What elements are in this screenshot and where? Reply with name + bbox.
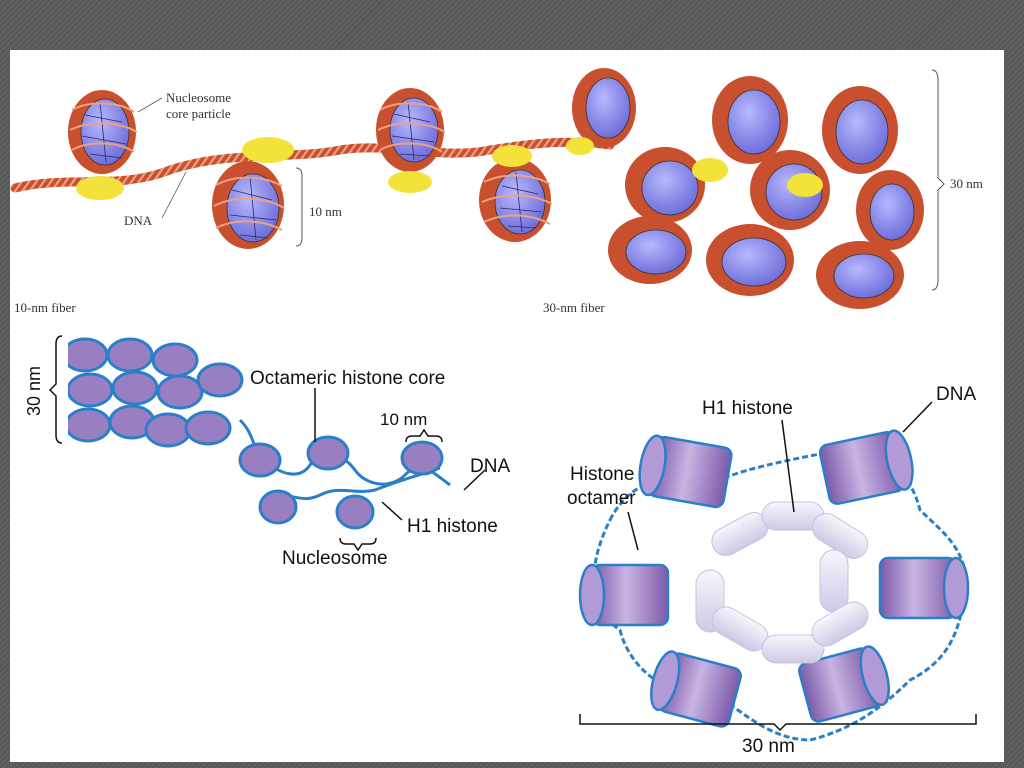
thirty-nm-label-top: 30 nm: [950, 176, 983, 191]
nucleosome-particle: [68, 90, 138, 174]
chromatin-diagram: Nucleosome core particle DNA 10 nm 30 nm…: [10, 68, 983, 757]
dna-label-right: DNA: [936, 384, 976, 405]
dna-strand: [269, 466, 441, 501]
thirty-nm-label-left: 30 nm: [24, 366, 44, 416]
bottom-right-panel: H1 histone DNA Histone octamer 30 nm: [567, 384, 977, 757]
dna-helix-loop: [592, 447, 968, 742]
nucleosome-particle: [212, 161, 285, 249]
ten-nm-fiber-label: 10-nm fiber: [14, 300, 76, 315]
bottom-left-panel: 30 nm Octameric histone core 10 nm DNA H…: [24, 335, 510, 569]
h1-histone-label-left: H1 histone: [407, 516, 498, 537]
thirty-nm-fiber-cluster: [566, 68, 924, 309]
ten-nm-label-top: 10 nm: [309, 204, 342, 219]
h1-histone-yellow: [388, 171, 432, 193]
histone-octamer-cylinders: [578, 429, 970, 728]
thirty-nm-bracket-left: [48, 335, 63, 444]
ten-nm-label-left: 10 nm: [380, 410, 427, 429]
nucleosome-bracket: [339, 537, 377, 552]
h1-histone-yellow: [242, 137, 294, 163]
slide-canvas: Nucleosome core particle DNA 10 nm 30 nm…: [10, 50, 1004, 762]
histone-octamer-label-line1: Histone: [570, 464, 634, 485]
nucleosome-label: Nucleosome: [282, 548, 388, 569]
dna-leader: [161, 171, 187, 219]
h1-histone-yellow: [76, 176, 124, 200]
histone-octamer-label-line2: octamer: [567, 488, 636, 509]
dna-label-left: DNA: [470, 456, 510, 477]
nucleosome-particle: [479, 158, 553, 242]
dna-leader-left: [463, 469, 486, 491]
solenoid-fiber-cluster: [60, 335, 244, 448]
thirty-nm-fiber-label: 30-nm fiber: [543, 300, 605, 315]
thirty-nm-scale-bar: [579, 714, 977, 732]
h1-histone-ring: [695, 501, 869, 664]
nucleosome-core-label-line2: core particle: [166, 106, 231, 121]
h1-leader-right: [781, 419, 795, 513]
thirty-nm-bracket: [931, 69, 945, 291]
nucleosome-core-leader: [137, 97, 163, 113]
thirty-nm-label-right: 30 nm: [742, 736, 795, 757]
octameric-core-label: Octameric histone core: [250, 368, 445, 389]
nucleosome-particle: [376, 88, 446, 172]
h1-histone-label-right: H1 histone: [702, 398, 793, 419]
nucleosome-core-label-line1: Nucleosome: [166, 90, 231, 105]
ten-nm-bracket: [295, 167, 303, 247]
top-panel: Nucleosome core particle DNA 10 nm 30 nm…: [10, 68, 983, 315]
ten-nm-bracket-left: [405, 428, 443, 443]
dna-leader-right: [902, 401, 933, 433]
nucleosome-cylinders: [238, 435, 444, 530]
h1-histone-yellow: [492, 145, 532, 167]
dna-label-top: DNA: [124, 213, 153, 228]
dna-linker-rope: [10, 137, 615, 193]
histone-octamer-leader: [627, 511, 639, 551]
h1-leader-left: [381, 501, 403, 521]
